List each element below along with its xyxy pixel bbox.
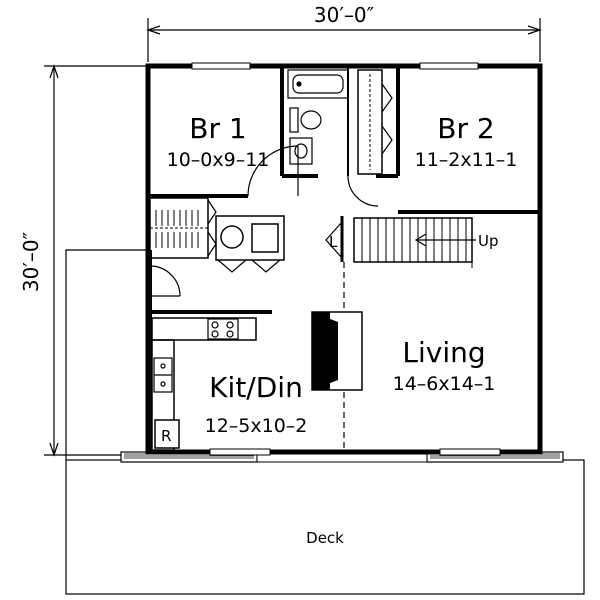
room-name-living: Living — [402, 336, 485, 369]
laundry — [215, 215, 285, 273]
linen-closet — [325, 216, 344, 262]
kitchen-sink — [153, 357, 173, 393]
doors — [149, 145, 379, 300]
hall-closets — [149, 197, 217, 259]
room-size-kitchen-dining: 12–5x10–2 — [205, 415, 308, 437]
cooktop — [207, 318, 239, 340]
windows — [191, 62, 501, 456]
deck-label: Deck — [306, 529, 344, 547]
room-size-br2: 11–2x11–1 — [415, 149, 518, 171]
room-size-living: 14–6x14–1 — [393, 373, 496, 395]
fireplace — [311, 311, 363, 391]
width-dimension — [146, 18, 542, 62]
refrigerator — [154, 419, 180, 449]
stairs — [353, 217, 476, 268]
linen-closet-label: L — [329, 233, 338, 251]
depth-dimension-label: 30′–0″ — [19, 232, 43, 292]
width-dimension-label: 30′–0″ — [314, 3, 374, 27]
depth-dimension — [44, 64, 148, 457]
refrigerator-label: R — [161, 427, 171, 445]
room-size-br1: 10–0x9–11 — [167, 149, 270, 171]
stairs-up-label: Up — [478, 232, 499, 250]
bathroom — [287, 66, 349, 176]
br2-closet — [357, 69, 393, 175]
room-name-kitchen-dining: Kit/Din — [209, 371, 303, 404]
room-name-br1: Br 1 — [189, 112, 246, 145]
room-name-br2: Br 2 — [437, 112, 494, 145]
